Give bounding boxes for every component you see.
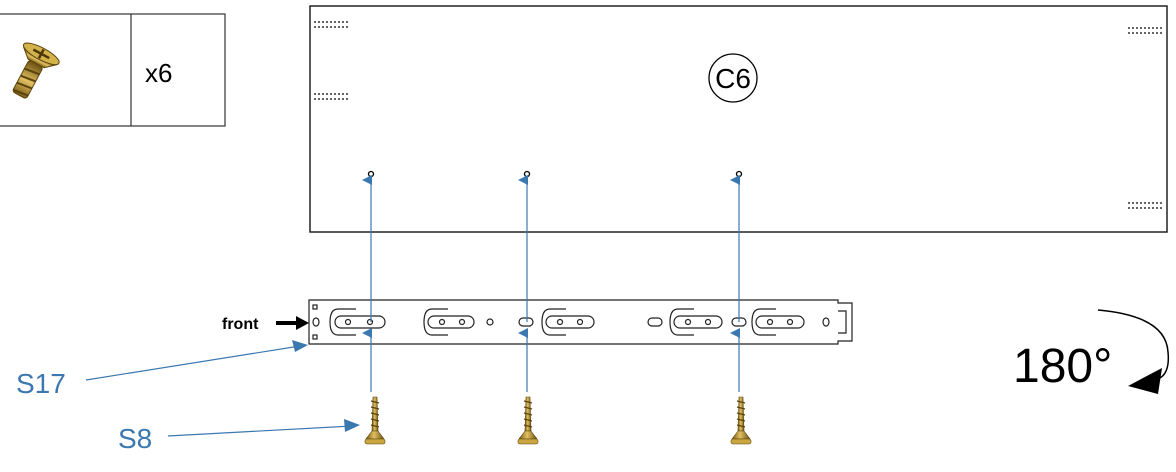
quantity-label: x6 (145, 58, 172, 88)
rotate-arrow-icon (1097, 309, 1170, 394)
rail-slot-5 (751, 308, 805, 336)
screw-icon (730, 396, 752, 445)
front-arrow-icon (276, 316, 309, 330)
rotation-label: 180° (1013, 340, 1112, 393)
rail-callout-label: S17 (16, 368, 66, 399)
dowel-marks-right (1128, 27, 1164, 209)
screw-callout-label: S8 (118, 423, 152, 454)
assembly-arrows (362, 175, 740, 392)
screw-icon (12, 42, 60, 99)
rail-slot-1 (329, 308, 386, 336)
parts-box: x6 (0, 13, 226, 127)
front-label: front (222, 316, 259, 333)
screw-icon (517, 396, 539, 445)
rail-slot-2 (423, 308, 475, 336)
panel-label-circle (708, 53, 758, 103)
panel-label: C6 (715, 63, 751, 94)
rail-slot-3 (541, 308, 595, 336)
screw-icon (364, 396, 386, 445)
dowel-marks-left (314, 21, 350, 100)
drawer-rail (308, 299, 853, 345)
callout-leaders (85, 340, 360, 437)
rail-slot-4 (669, 308, 723, 336)
